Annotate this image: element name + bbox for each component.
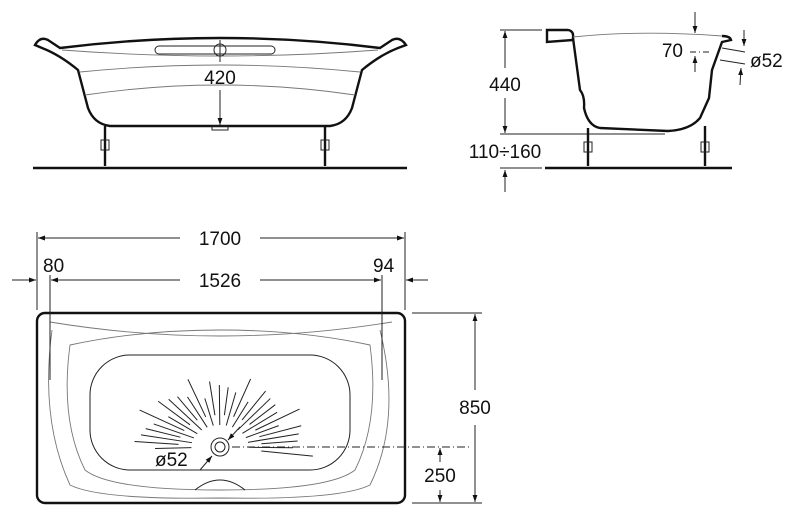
anti-slip-ray: [223, 387, 229, 416]
anti-slip-ray: [249, 404, 276, 425]
overall-length-label: 1700: [199, 229, 241, 250]
tub-body-side: [571, 34, 733, 133]
overflow-offset-label: 70: [662, 41, 683, 62]
anti-slip-ray: [139, 409, 185, 432]
anti-slip-ray: [153, 423, 195, 439]
tub-rim-head: [545, 28, 575, 44]
anti-slip-ray: [242, 411, 278, 434]
leg-side-left: [583, 128, 593, 166]
anti-slip-ray: [140, 434, 193, 444]
anti-slip-ray: [225, 392, 237, 426]
anti-slip-ray: [145, 428, 181, 438]
anti-slip-ray: [168, 398, 203, 431]
anti-slip-ray: [245, 425, 279, 439]
inner-length-label: 1526: [199, 271, 241, 292]
anti-slip-ray: [247, 433, 299, 443]
anti-slip-ray: [241, 390, 266, 421]
anti-slip-ray: [155, 447, 192, 449]
left-margin-label: 80: [43, 256, 64, 277]
drain-diameter-label: ø52: [155, 450, 188, 471]
anti-slip-ray: [237, 398, 271, 431]
anti-slip-pattern: [134, 378, 313, 457]
side-view: 70 ø52 440 110÷160: [469, 12, 783, 192]
tub-outline-plan: [35, 311, 407, 505]
tub-basin: [89, 354, 351, 471]
leg-side-right: [700, 126, 710, 166]
overflow-diameter-label: ø52: [750, 51, 783, 72]
plan-view: ø52 1700 1526 80 94 850 250: [12, 229, 491, 505]
anti-slip-ray: [231, 401, 249, 428]
front-view: 420: [33, 36, 408, 170]
anti-slip-ray: [157, 400, 191, 426]
anti-slip-ray: [261, 450, 313, 457]
anti-slip-ray: [259, 425, 302, 438]
height-label: 440: [489, 75, 521, 96]
anti-slip-ray: [261, 440, 298, 445]
leg-height-label: 110÷160: [469, 142, 541, 163]
anti-slip-ray: [168, 416, 198, 435]
anti-slip-ray: [209, 381, 216, 416]
anti-slip-ray: [134, 440, 179, 445]
anti-slip-ray: [177, 396, 198, 421]
drain: [210, 437, 230, 457]
drain-offset-label: 250: [424, 466, 456, 487]
leg-left: [100, 126, 110, 166]
anti-slip-ray: [204, 398, 214, 426]
overflow-height-label: 420: [204, 68, 236, 89]
anti-slip-ray: [255, 408, 300, 431]
right-margin-label: 94: [373, 256, 395, 277]
tub-body-front: [33, 36, 408, 128]
anti-slip-ray: [187, 396, 208, 428]
leg-right: [320, 126, 330, 166]
anti-slip-ray: [233, 378, 252, 417]
anti-slip-ray: [187, 379, 207, 418]
width-label: 850: [459, 398, 491, 419]
